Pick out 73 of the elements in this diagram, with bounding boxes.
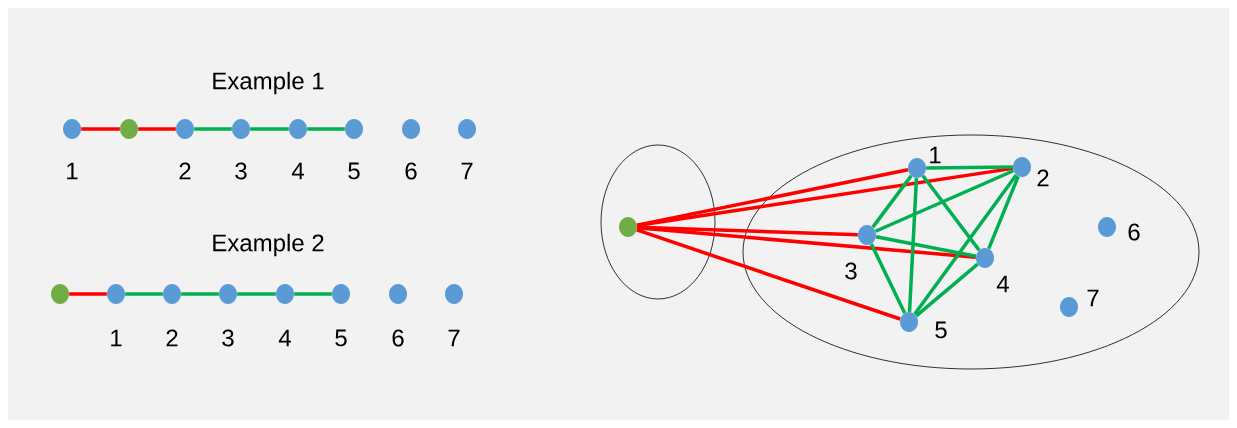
connector-line	[69, 292, 107, 296]
number-label: 5	[935, 321, 947, 339]
number-label: 1	[67, 162, 78, 180]
connector-line	[869, 243, 907, 314]
dot	[345, 119, 363, 139]
example-title: Example 1	[213, 71, 324, 95]
connector-line	[138, 127, 176, 131]
dot	[1098, 217, 1116, 237]
connector-line	[636, 228, 901, 321]
number-label: 1	[930, 146, 941, 164]
dot	[120, 119, 138, 139]
dot	[63, 119, 81, 139]
connector-line	[125, 292, 163, 296]
dot	[1060, 297, 1078, 317]
number-label: 7	[461, 162, 473, 180]
connector-line	[194, 127, 232, 131]
connector-line	[81, 127, 120, 131]
dot	[389, 284, 407, 304]
number-label: 4	[291, 162, 304, 180]
dot	[908, 158, 926, 178]
number-label: 7	[1087, 289, 1099, 307]
number-label: 4	[278, 329, 291, 347]
number-label: 4	[996, 275, 1009, 293]
connector-line	[921, 174, 981, 252]
connector-line	[871, 174, 913, 229]
dot	[858, 225, 876, 245]
connector-line	[250, 127, 289, 131]
connector-line	[307, 127, 345, 131]
dot	[619, 217, 637, 237]
dot	[445, 284, 463, 304]
connector-line	[636, 166, 1014, 228]
dot	[458, 119, 476, 139]
number-label: 5	[335, 329, 347, 347]
number-label: 3	[845, 262, 857, 280]
dot	[51, 284, 69, 304]
dot	[1013, 157, 1031, 177]
ellipse-outline	[742, 134, 1200, 370]
number-label: 5	[348, 162, 360, 180]
number-label: 6	[1128, 223, 1140, 241]
dot	[332, 284, 350, 304]
connector-line	[181, 292, 219, 296]
connector-line	[907, 178, 919, 312]
dot	[163, 284, 181, 304]
dot	[176, 119, 194, 139]
connector-line	[294, 292, 332, 296]
number-label: 6	[392, 329, 404, 347]
connector-line	[874, 169, 1015, 233]
number-label: 2	[179, 162, 191, 180]
connector-line	[987, 175, 1020, 250]
dot	[219, 284, 237, 304]
connector-line	[636, 168, 909, 227]
dot	[232, 119, 250, 139]
number-label: 2	[1037, 169, 1049, 187]
connector-line	[875, 235, 977, 258]
dot	[900, 312, 918, 332]
number-label: 7	[448, 329, 460, 347]
number-label: 1	[111, 329, 122, 347]
dot	[976, 248, 994, 268]
dot	[402, 119, 420, 139]
number-label: 2	[166, 329, 178, 347]
ellipse-outline	[600, 144, 716, 300]
dot	[289, 119, 307, 139]
dot	[107, 284, 125, 304]
connector-line	[926, 165, 1013, 170]
example-title: Example 2	[213, 233, 324, 257]
number-label: 6	[405, 162, 417, 180]
number-label: 3	[222, 329, 234, 347]
connector-line	[237, 292, 276, 296]
connector-line	[915, 262, 979, 318]
number-label: 3	[235, 162, 247, 180]
connector-line	[637, 226, 976, 259]
connector-line	[913, 173, 1018, 316]
dot	[276, 284, 294, 304]
